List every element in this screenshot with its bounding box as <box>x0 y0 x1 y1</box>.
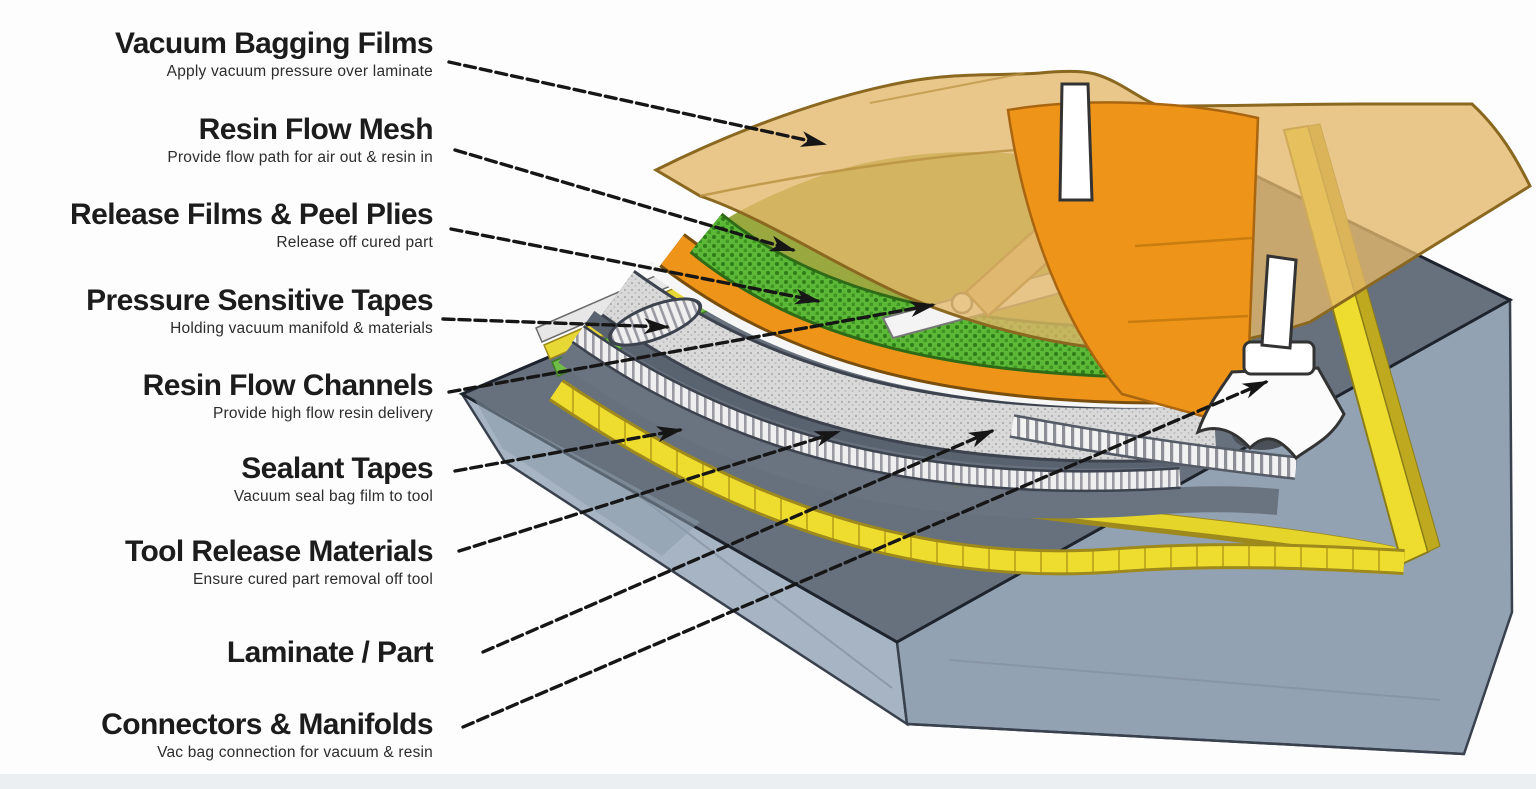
vacuum-pipe-right <box>1260 254 1298 350</box>
arrow-vacuum-bagging-films <box>447 60 827 147</box>
vacuum-connector-manifold <box>1195 254 1346 461</box>
bottom-margin-strip <box>0 774 1536 789</box>
spiral-flow-tube <box>1009 414 1298 480</box>
arrow-pressure-tapes <box>441 317 670 335</box>
arrow-resin-flow-channels <box>447 301 936 394</box>
arrow-connectors-manifolds <box>461 380 1269 729</box>
arrow-laminate-part <box>481 429 995 654</box>
vacuum-pipe-center <box>1058 82 1094 202</box>
arrow-release-films <box>449 227 821 305</box>
arrow-resin-flow-mesh <box>453 148 796 252</box>
tool-release-film-band <box>558 341 1280 519</box>
arrow-tool-release <box>457 430 841 553</box>
arrow-sealant-tapes <box>453 426 683 473</box>
